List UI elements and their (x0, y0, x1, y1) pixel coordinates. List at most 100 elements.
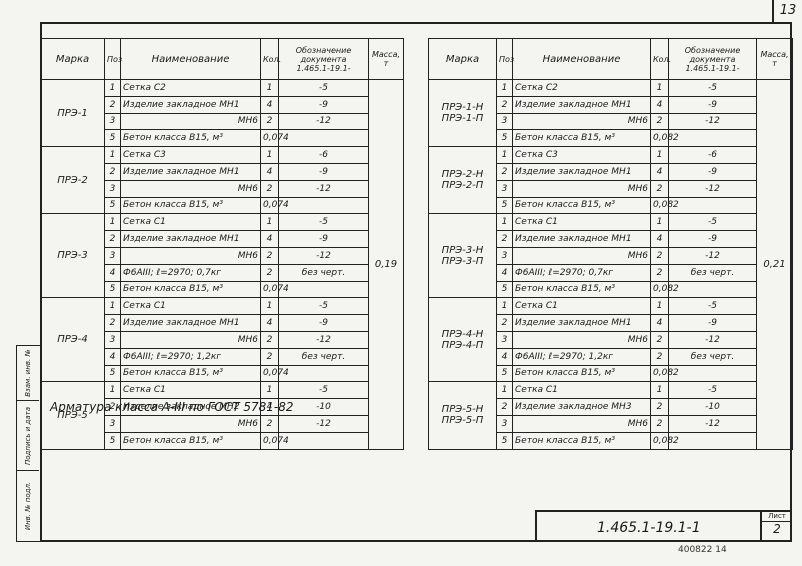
cell-pos: 3 (104, 112, 121, 131)
cell-ref: -5 (668, 381, 757, 400)
cell-pos: 3 (496, 112, 513, 131)
cell-mark: ПРЭ-1 (40, 78, 105, 148)
header-doc-series: 1.465.1-19.1- (296, 63, 351, 73)
cell-pos: 1 (104, 213, 121, 232)
header-pos: Поз (496, 38, 514, 80)
cell-name: Бетон класса В15, м³ (512, 364, 651, 383)
header-doc-series: 1.465.1-19.1- (685, 63, 740, 73)
cell-name: МН6 (512, 246, 651, 265)
cell-name: МН6 (512, 112, 651, 131)
sheet-label: Лист (762, 512, 792, 522)
cell-pos: 5 (104, 364, 121, 383)
cell-pos: 3 (496, 330, 513, 349)
cell-qty: 1 (260, 146, 279, 164)
cell-qty: 2 (260, 414, 279, 433)
cell-name: МН6 (120, 330, 261, 349)
cell-ref: -9 (668, 95, 757, 114)
cell-qty: 1 (260, 79, 279, 97)
cell-ref (668, 431, 757, 450)
cell-ref (668, 364, 757, 383)
cell-name: Изделие закладное МН1 (120, 230, 261, 248)
table-header-row: Марка Поз Наименование Кол. Обозначение … (40, 38, 404, 80)
cell-pos: 2 (104, 162, 121, 181)
cell-name: Бетон класса В15, м³ (120, 196, 261, 215)
cell-qty: 4 (650, 230, 669, 248)
cell-pos: 2 (496, 95, 513, 114)
cell-name: Изделие закладное МН1 (512, 314, 651, 332)
cell-qty: 2 (260, 347, 279, 366)
cell-name: Ф6АIII; ℓ=2970; 0,7кг (120, 263, 261, 282)
cell-qty: 1 (260, 297, 279, 316)
cell-pos: 2 (104, 230, 121, 248)
cell-pos: 5 (496, 431, 513, 450)
cell-name: Сетка С1 (120, 213, 261, 232)
cell-qty: 0,082 (650, 364, 679, 383)
cell-pos: 3 (104, 414, 121, 433)
cell-qty: 0,082 (650, 431, 679, 450)
cell-ref (278, 129, 369, 148)
cell-qty: 2 (650, 398, 669, 416)
cell-name: Изделие закладное МН1 (120, 95, 261, 114)
cell-name: Сетка С1 (120, 381, 261, 400)
cell-pos: 4 (496, 347, 513, 366)
cell-ref: -12 (668, 112, 757, 131)
cell-ref (278, 431, 369, 450)
cell-qty: 0,074 (260, 196, 289, 215)
cell-ref: -6 (668, 146, 757, 164)
cell-name: Ф6АIII; ℓ=2970; 0,7кг (512, 263, 651, 282)
cell-pos: 5 (496, 364, 513, 383)
cell-mark: ПРЭ-4-Н ПРЭ-4-П (428, 297, 497, 383)
cell-pos: 3 (104, 246, 121, 265)
cell-pos: 5 (496, 129, 513, 148)
cell-ref: -5 (278, 381, 369, 400)
cell-qty: 2 (650, 246, 669, 265)
cell-qty: 4 (650, 95, 669, 114)
cell-qty: 0,082 (650, 280, 679, 299)
cell-qty: 4 (650, 314, 669, 332)
cell-ref: -5 (278, 79, 369, 97)
sidebar-label: Подпись и дата (24, 406, 32, 465)
cell-pos: 1 (104, 297, 121, 316)
cell-ref: -12 (668, 414, 757, 433)
sidebar-cell: Подпись и дата (17, 401, 39, 471)
cell-name: Сетка С2 (512, 79, 651, 97)
cell-qty: 2 (650, 347, 669, 366)
cell-qty: 1 (650, 297, 669, 316)
header-qty: Кол. (260, 38, 281, 80)
cell-name: Сетка С1 (512, 381, 651, 400)
cell-ref: -12 (278, 112, 369, 131)
cell-mark: ПРЭ-1-Н ПРЭ-1-П (428, 78, 497, 148)
cell-name: Изделие закладное МН1 (120, 314, 261, 332)
cell-name: Бетон класса В15, м³ (120, 129, 261, 148)
cell-pos: 3 (496, 414, 513, 433)
cell-pos: 2 (496, 162, 513, 181)
cell-ref: -6 (278, 146, 369, 164)
header-mass: Масса, т (368, 38, 404, 80)
cell-ref: -12 (278, 179, 369, 198)
cell-pos: 1 (104, 381, 121, 400)
sheet-box: Лист 2 (760, 512, 792, 542)
header-doc-label: Обозначение документа (295, 45, 352, 64)
cell-mark: ПРЭ-4 (40, 297, 105, 383)
cell-ref: -9 (278, 314, 369, 332)
cell-name: МН6 (512, 179, 651, 198)
cell-ref: -12 (668, 179, 757, 198)
cell-pos: 2 (496, 398, 513, 416)
cell-pos: 1 (496, 213, 513, 232)
